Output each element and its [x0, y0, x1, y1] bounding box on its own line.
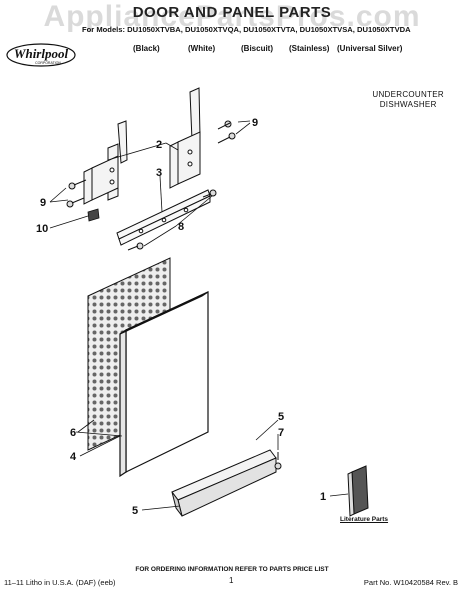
literature-parts-label: Literature Parts — [340, 516, 389, 523]
screw-icon — [202, 189, 217, 198]
screw-icon — [66, 197, 85, 208]
callout-10: 10 — [36, 223, 48, 235]
callout-5: 5 — [278, 411, 284, 423]
door-mounting-rail — [116, 189, 211, 246]
color-variant-white: (White) — [188, 44, 216, 53]
color-variant-stainless: (Stainless) — [289, 44, 330, 53]
callout-9: 9 — [40, 197, 46, 209]
callout-5: 5 — [132, 505, 138, 517]
literature-parts-booklet — [347, 465, 369, 517]
product-type-line-1: UNDERCOUNTER — [372, 90, 444, 99]
screw-icon — [68, 179, 87, 190]
callout-2: 2 — [156, 139, 162, 151]
screw-icon — [217, 132, 236, 144]
outer-door-panel — [119, 291, 209, 478]
color-variant-universal-silver: (Universal Silver) — [337, 44, 403, 53]
part-number: Part No. W10420584 Rev. B — [363, 578, 458, 587]
color-variant-biscuit: (Biscuit) — [241, 44, 273, 53]
callout-numbers: 9 2 3 9 8 10 6 4 5 7 5 1 — [36, 117, 326, 517]
toe-kick-panel — [171, 449, 277, 517]
litho-info: 11–11 Litho in U.S.A. (DAF) (eeb) — [4, 578, 116, 587]
models-line: For Models: DU1050XTVBA, DU1050XTVQA, DU… — [82, 25, 411, 34]
page-title: DOOR AND PANEL PARTS — [132, 4, 332, 21]
brand-logo-mark: Whirlpool CORPORATION — [6, 43, 76, 67]
screw-icon — [274, 452, 282, 470]
callout-6: 6 — [70, 427, 76, 439]
callout-9: 9 — [252, 117, 258, 129]
product-type-line-2: DISHWASHER — [379, 100, 437, 109]
callout-leader-lines — [49, 120, 349, 511]
screw-set — [66, 120, 236, 251]
screw-icon — [217, 120, 232, 130]
page-number: 1 — [229, 576, 234, 585]
extra-leaders — [79, 435, 121, 457]
brand-logo: Whirlpool CORPORATION — [6, 43, 76, 72]
ordering-note: FOR ORDERING INFORMATION REFER TO PARTS … — [135, 566, 329, 573]
door-clip — [87, 208, 100, 222]
product-type: UNDERCOUNTER DISHWASHER — [372, 90, 444, 110]
right-hinge-bracket — [169, 87, 201, 189]
callout-3: 3 — [156, 167, 162, 179]
callout-8: 8 — [178, 221, 184, 233]
brand-sub: CORPORATION — [35, 61, 61, 65]
watermark-text: AppliancePartsPros.com — [43, 0, 421, 33]
brand-name: Whirlpool — [14, 46, 69, 61]
color-variant-black: (Black) — [133, 44, 160, 53]
callout-4: 4 — [70, 451, 77, 463]
left-hinge-bracket — [83, 120, 128, 205]
callout-1: 1 — [320, 491, 326, 503]
screw-icon — [127, 242, 144, 251]
callout-7: 7 — [278, 427, 284, 439]
